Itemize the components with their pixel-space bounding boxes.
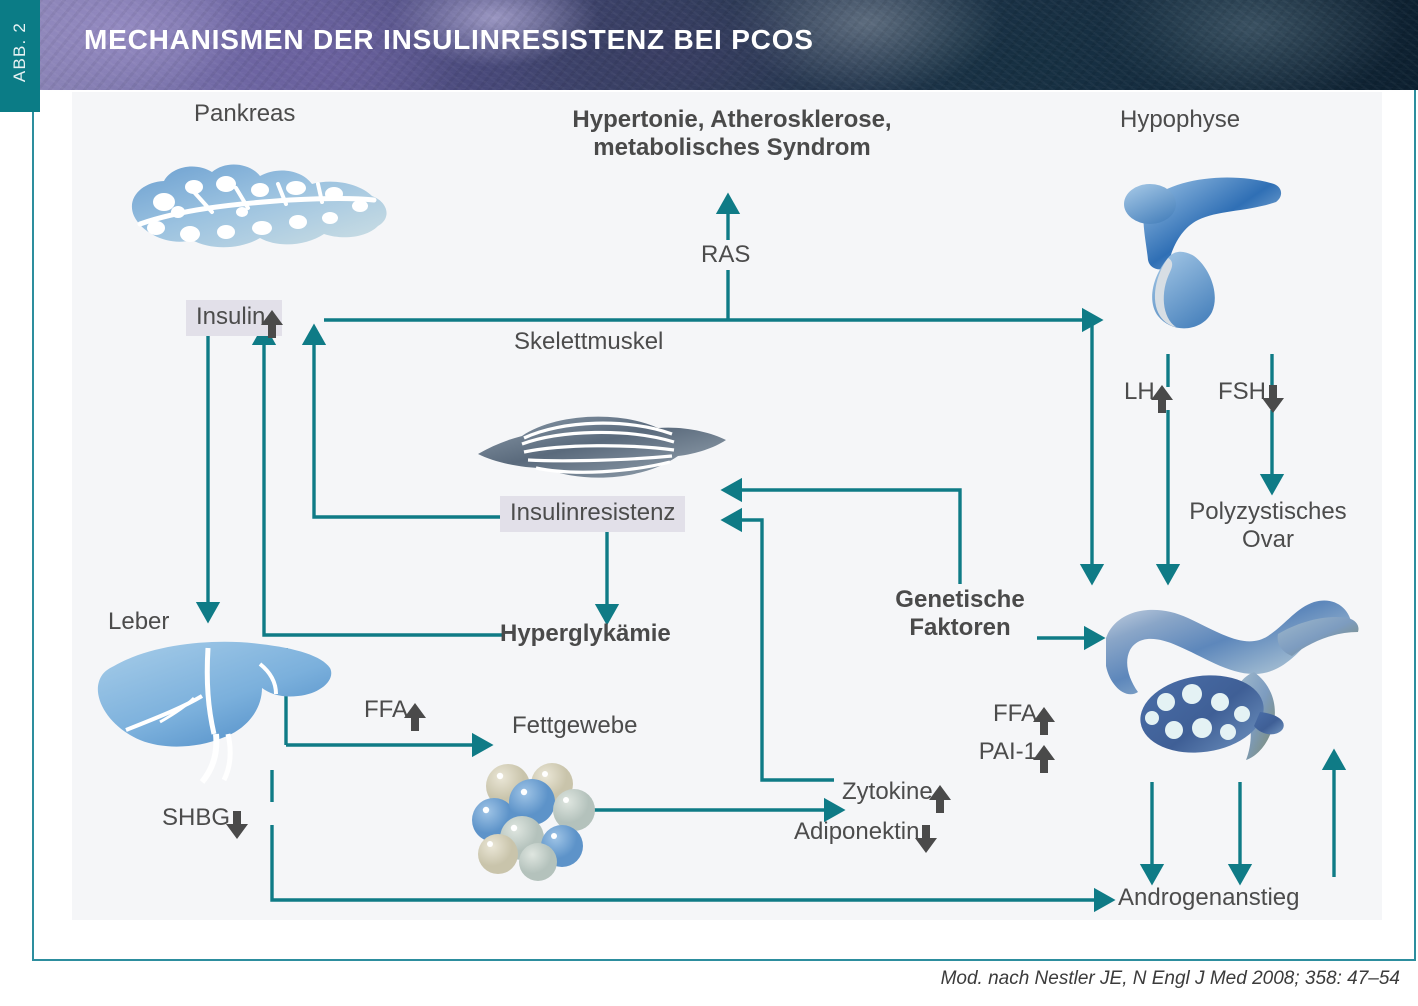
flow-arrow-layer bbox=[195, 192, 1347, 913]
skeletal-muscle-icon bbox=[478, 416, 726, 478]
edge-shbg-to-androgen bbox=[270, 825, 1116, 913]
label-pai1: PAI-1 bbox=[882, 738, 1055, 773]
label-adiponektin: Adiponektin bbox=[794, 818, 938, 853]
label-leber: Leber bbox=[108, 608, 170, 635]
edge-hyperglykaemie-to-insulin bbox=[251, 323, 502, 637]
label-pankreas: Pankreas bbox=[194, 100, 296, 127]
figure-title: MECHANISMEN DER INSULINRESISTENZ BEI PCO… bbox=[84, 24, 814, 55]
label-fettgewebe: Fettgewebe bbox=[512, 712, 638, 739]
edge-genetische-to-insulinresistenz bbox=[720, 477, 962, 584]
label-outcome-line1: Hypertonie, Atherosklerose, bbox=[572, 106, 892, 133]
adipose-tissue-icon bbox=[472, 763, 595, 881]
liver-icon bbox=[97, 641, 332, 784]
figure-caption: Mod. nach Nestler JE, N Engl J Med 2008;… bbox=[940, 968, 1400, 989]
polycystic-ovary-icon bbox=[1106, 600, 1359, 760]
label-pai1-text: PAI-1 bbox=[978, 738, 1037, 765]
label-insulinresistenz: Insulinresistenz bbox=[500, 496, 686, 533]
label-fsh: FSH bbox=[1218, 378, 1284, 413]
edge-insulinresistenz-to-insulin bbox=[301, 323, 502, 519]
label-zytokine-text: Zytokine bbox=[842, 778, 933, 805]
label-shbg-text: SHBG bbox=[162, 804, 231, 831]
label-genetische-line2: Faktoren bbox=[909, 614, 1011, 642]
label-androgenanstieg: Androgenanstieg bbox=[1118, 884, 1300, 911]
figure-number-tab: ABB. 2 bbox=[0, 0, 40, 112]
pancreas-icon bbox=[131, 164, 387, 248]
label-pco-line1: Polyzystisches bbox=[1189, 498, 1347, 525]
label-ffa-leber-text: FFA bbox=[364, 696, 409, 723]
figure-number-label: ABB. 2 bbox=[10, 21, 29, 83]
label-lh-text: LH bbox=[1124, 378, 1155, 405]
label-insulin: Insulin bbox=[186, 300, 284, 338]
label-skelettmuskel: Skelettmuskel bbox=[514, 328, 664, 355]
pituitary-icon bbox=[1124, 177, 1282, 329]
label-genetische-line1: Genetische bbox=[895, 586, 1025, 613]
figure-header-band: MECHANISMEN DER INSULINRESISTENZ BEI PCO… bbox=[40, 0, 1418, 90]
label-adiponektin-text: Adiponektin bbox=[794, 818, 920, 845]
edge-zytokine-to-insulinresistenz bbox=[720, 507, 834, 782]
label-zytokine: Zytokine bbox=[842, 778, 951, 813]
label-fsh-text: FSH bbox=[1218, 378, 1266, 405]
label-ffa-ovar: FFA bbox=[904, 700, 1055, 735]
label-ras: RAS bbox=[696, 240, 756, 271]
diagram-canvas: Pankreas Insulin Hypertonie, Atheroskler… bbox=[72, 92, 1382, 920]
label-genetische-faktoren: Genetische Faktoren bbox=[862, 586, 1058, 643]
label-ffa-ovar-text: FFA bbox=[992, 700, 1037, 727]
label-pco-line2: Ovar bbox=[1241, 526, 1294, 554]
label-polyzystisches-ovar: Polyzystisches Ovar bbox=[1148, 498, 1388, 555]
label-lh: LH bbox=[1124, 378, 1173, 413]
label-hypophyse: Hypophyse bbox=[1120, 106, 1241, 133]
label-outcome-line2: metabolisches Syndrom bbox=[593, 134, 871, 162]
header-texture bbox=[40, 0, 1418, 90]
label-insulin-text: Insulin bbox=[196, 303, 266, 330]
label-shbg: SHBG bbox=[162, 804, 249, 839]
label-outcome: Hypertonie, Atherosklerose, metabolische… bbox=[442, 106, 1022, 163]
label-ffa-leber: FFA bbox=[364, 696, 427, 731]
header-texture-overlay bbox=[40, 0, 1418, 90]
label-hyperglykaemie: Hyperglykämie bbox=[500, 620, 671, 647]
